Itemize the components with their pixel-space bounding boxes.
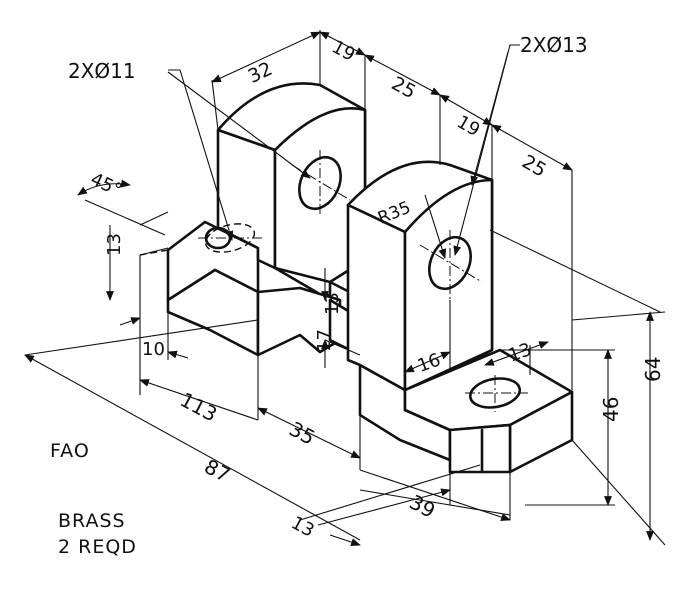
dim-32: 32 — [245, 58, 276, 88]
channel-front-face — [256, 286, 342, 357]
dim-17: 17 — [314, 329, 335, 352]
material-note: BRASS — [58, 510, 126, 532]
dim-19-mid: 19 — [453, 111, 483, 141]
dim-35: 35 — [285, 417, 319, 450]
dim-10: 10 — [142, 339, 165, 360]
hole-small-left-hidden — [204, 223, 256, 253]
quantity-note: 2 REQD — [58, 536, 137, 558]
dim-113: 113 — [176, 387, 221, 426]
right-base-chamfer-face — [448, 423, 512, 474]
callout-angle: 45° — [87, 169, 125, 202]
right-upright-front-face — [346, 203, 407, 392]
dim-87: 87 — [200, 454, 234, 487]
hole-right-base — [468, 377, 522, 409]
callout-hole-small: 2XØ11 — [68, 59, 136, 83]
dimension-lines — [24, 30, 666, 546]
finish-note: FAO — [50, 440, 90, 462]
dim-46: 46 — [599, 397, 623, 422]
callout-hole-large: 2XØ13 — [520, 33, 588, 57]
part-outline — [166, 82, 574, 474]
right-upright-end-face — [403, 178, 494, 392]
dim-13-left: 13 — [104, 233, 125, 256]
dim-13-center: 13 — [322, 292, 343, 315]
dim-13-bottom: 13 — [288, 512, 318, 541]
dim-25-top: 25 — [388, 73, 420, 104]
dim-64: 64 — [641, 357, 665, 382]
dim-19-top: 19 — [328, 37, 358, 66]
hole-right-upright — [428, 235, 472, 291]
